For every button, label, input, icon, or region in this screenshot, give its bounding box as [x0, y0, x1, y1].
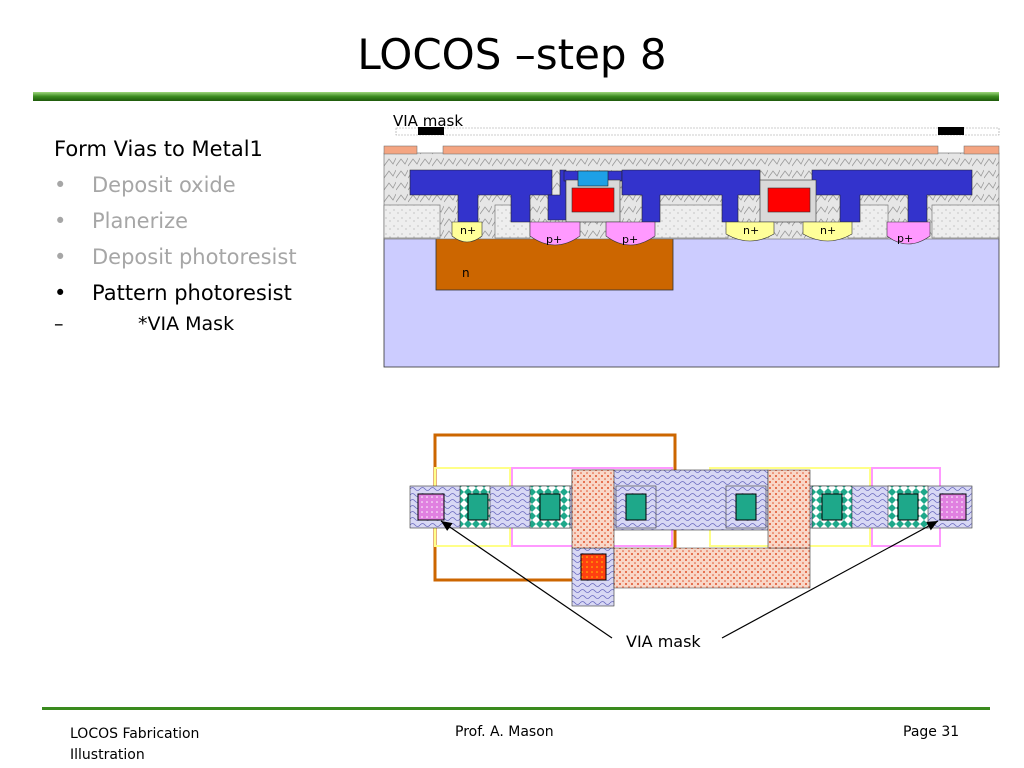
footer-left-line: LOCOS Fabrication	[70, 726, 200, 742]
photoresist	[963, 145, 1000, 155]
via-mask-label: VIA mask	[626, 632, 701, 651]
field-oxide	[931, 204, 1000, 239]
p-plus-diffusion	[605, 221, 656, 246]
footer-left-line: Illustration	[70, 747, 145, 763]
diagram-canvas: VIA mask n	[383, 112, 1000, 651]
metal1	[811, 169, 973, 223]
poly-path	[767, 469, 811, 549]
contact-cut	[625, 493, 647, 521]
poly-path	[571, 469, 811, 589]
via-plug	[577, 170, 609, 187]
n-well-label: n	[462, 266, 470, 280]
slide-title: LOCOS –step 8	[357, 30, 667, 79]
via-mask-arrow	[440, 520, 613, 639]
poly-gate	[571, 187, 615, 213]
diffusion-label: n+	[460, 224, 476, 237]
contact-cut	[897, 493, 919, 521]
bullet-list: Form Vias to Metal1 •Deposit oxide •Plan…	[54, 137, 374, 335]
p-plus-diffusion	[529, 221, 581, 246]
contact-cut	[539, 493, 561, 521]
bullet-heading: Form Vias to Metal1	[54, 137, 263, 161]
bullet-item-current: •Pattern photoresist	[54, 281, 292, 305]
contact-cut	[821, 493, 843, 521]
field-oxide	[383, 204, 441, 239]
bullet-item: •Deposit oxide	[54, 173, 236, 197]
via-mask-arrow	[721, 520, 939, 639]
via-cut	[939, 493, 967, 521]
mask-opaque-region	[938, 127, 964, 135]
poly-gate	[767, 187, 811, 213]
diffusion-label: p+	[546, 233, 562, 246]
contact-cut	[735, 493, 757, 521]
contact-cut	[467, 493, 489, 521]
n-plus-diffusion	[802, 221, 853, 242]
layout-view: VIA mask	[409, 433, 973, 651]
diffusion-label: n+	[820, 224, 836, 237]
p-plus-diffusion	[886, 221, 931, 245]
diffusion-label: p+	[622, 233, 638, 246]
n-plus-diffusion	[725, 221, 775, 242]
cross-section: VIA mask n	[383, 112, 1000, 368]
mask-plate	[395, 127, 1000, 136]
n-plus-diffusion	[451, 221, 483, 243]
diffusion-label: p+	[897, 232, 913, 245]
via-cut	[417, 493, 445, 521]
footer-rule	[42, 707, 990, 710]
footer-author: Prof. A. Mason	[455, 724, 554, 740]
bullet-item: •Deposit photoresist	[54, 245, 297, 269]
bullet-item: •Planerize	[54, 209, 189, 233]
metal1	[547, 169, 567, 221]
photoresist	[442, 145, 939, 155]
via-mask-label: VIA mask	[393, 112, 463, 130]
photoresist	[383, 145, 418, 155]
sub-bullet: –*VIA Mask	[54, 313, 235, 335]
footer-page-number: Page 31	[903, 724, 960, 740]
mask-opaque-region	[418, 127, 444, 135]
footer-left: LOCOS Fabrication Illustration	[70, 724, 199, 766]
n-well	[435, 237, 674, 291]
title-underline	[33, 92, 999, 101]
diffusion-label: n+	[743, 224, 759, 237]
field-oxide	[651, 204, 729, 239]
poly-contact	[580, 553, 607, 581]
